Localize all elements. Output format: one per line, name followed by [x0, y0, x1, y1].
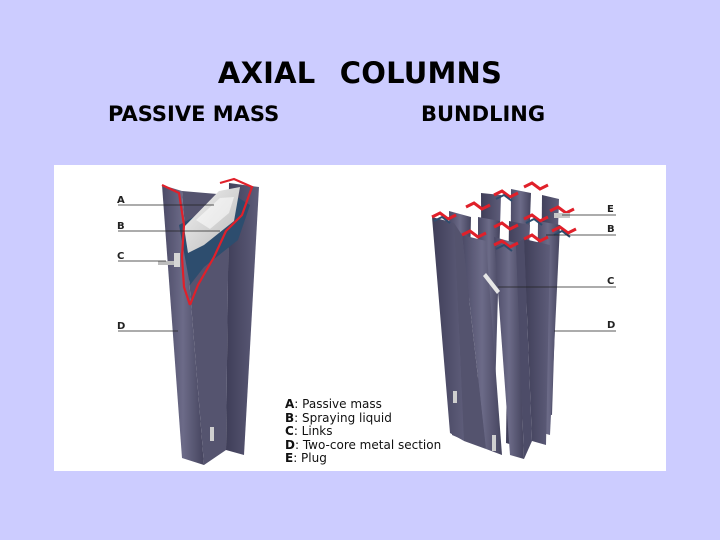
diagram-panel: A B C D E B C D A: Passive mass B: Spray…	[54, 165, 666, 471]
legend-item-c: C: Links	[285, 425, 441, 439]
callout-left-c: C	[117, 251, 124, 262]
legend-item-a: A: Passive mass	[285, 398, 441, 412]
legend-item-b: B: Spraying liquid	[285, 412, 441, 426]
subtitle-passive-mass: PASSIVE MASS	[108, 102, 279, 126]
legend: A: Passive mass B: Spraying liquid C: Li…	[285, 398, 441, 466]
passive-mass-column	[118, 179, 259, 465]
callout-right-c: C	[607, 276, 614, 287]
callout-left-d: D	[117, 321, 125, 332]
callout-right-e: E	[607, 204, 614, 215]
legend-item-d: D: Two-core metal section	[285, 439, 441, 453]
slide-title: AXIAL COLUMNS	[0, 56, 720, 90]
bundled-columns	[432, 183, 616, 459]
callout-left-b: B	[117, 221, 125, 232]
callout-right-d: D	[607, 320, 615, 331]
legend-item-e: E: Plug	[285, 452, 441, 466]
callout-left-a: A	[117, 195, 125, 206]
subtitle-bundling: BUNDLING	[421, 102, 545, 126]
plug	[554, 213, 570, 218]
callout-right-b: B	[607, 224, 615, 235]
